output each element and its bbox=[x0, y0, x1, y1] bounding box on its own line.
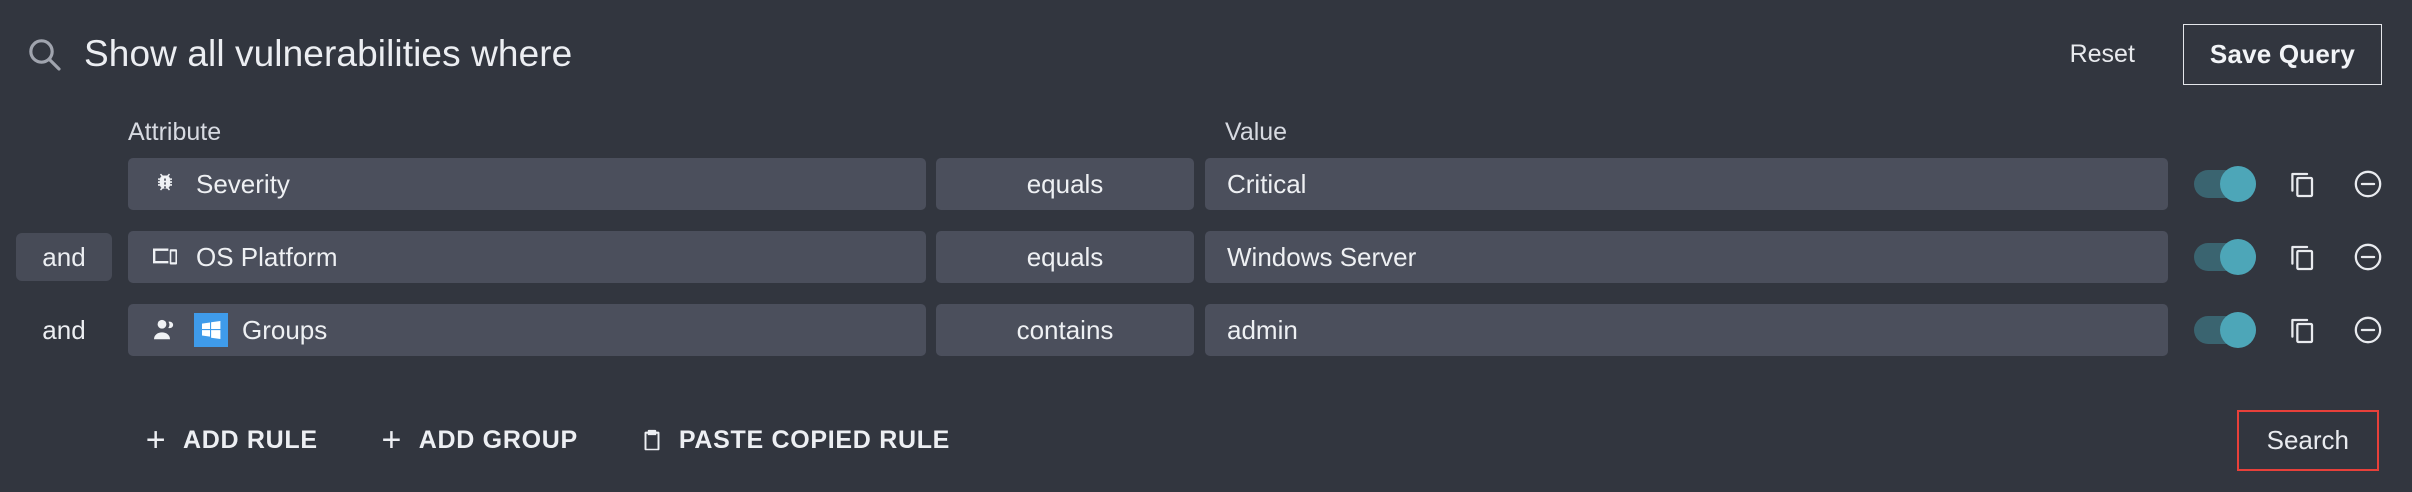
rule-actions bbox=[2194, 310, 2388, 350]
attribute-label: Severity bbox=[196, 169, 290, 199]
plus-icon: + bbox=[381, 421, 403, 459]
devices-icon bbox=[148, 241, 182, 273]
query-builder-footer: + ADD RULE + ADD GROUP PASTE COPIED RULE… bbox=[0, 400, 2412, 480]
rule-enabled-toggle[interactable] bbox=[2194, 239, 2256, 275]
add-group-button[interactable]: + ADD GROUP bbox=[376, 420, 580, 461]
value-label: Windows Server bbox=[1227, 242, 1417, 272]
search-icon bbox=[22, 32, 66, 76]
query-builder-header: Show all vulnerabilities where Reset Sav… bbox=[0, 0, 2412, 108]
rule-connector[interactable]: and bbox=[0, 304, 128, 356]
toggle-knob bbox=[2220, 239, 2256, 275]
value-input[interactable]: Windows Server bbox=[1205, 231, 2168, 283]
rule-enabled-toggle[interactable] bbox=[2194, 166, 2256, 202]
column-header-value: Value bbox=[1225, 118, 1288, 146]
rule-connector-label: and bbox=[42, 315, 86, 345]
operator-label: contains bbox=[1016, 315, 1114, 345]
rule-row: and Gr bbox=[0, 304, 2412, 356]
rule-list: Severity equals Critical bbox=[0, 158, 2412, 377]
add-rule-button[interactable]: + ADD RULE bbox=[140, 420, 320, 461]
operator-select[interactable]: equals bbox=[936, 231, 1194, 283]
rule-enabled-toggle[interactable] bbox=[2194, 312, 2256, 348]
remove-rule-icon[interactable] bbox=[2348, 237, 2388, 277]
operator-select[interactable]: equals bbox=[936, 158, 1194, 210]
attribute-select[interactable]: Severity bbox=[128, 158, 926, 210]
add-rule-label: ADD RULE bbox=[183, 425, 318, 454]
value-label: admin bbox=[1227, 315, 1298, 345]
reset-button[interactable]: Reset bbox=[2060, 34, 2145, 75]
rule-row: Severity equals Critical bbox=[0, 158, 2412, 210]
footer-actions: + ADD RULE + ADD GROUP PASTE COPIED RULE bbox=[140, 420, 952, 461]
rule-actions bbox=[2194, 237, 2388, 277]
bug-icon bbox=[148, 168, 182, 200]
value-input[interactable]: admin bbox=[1205, 304, 2168, 356]
column-headers: Attribute Value bbox=[0, 118, 2412, 154]
clipboard-icon bbox=[638, 426, 666, 454]
rule-connector[interactable] bbox=[0, 158, 128, 210]
copy-rule-icon[interactable] bbox=[2282, 164, 2322, 204]
attribute-select[interactable]: OS Platform bbox=[128, 231, 926, 283]
operator-label: equals bbox=[1026, 169, 1104, 199]
attribute-label: Groups bbox=[242, 315, 328, 345]
save-query-button[interactable]: Save Query bbox=[2182, 23, 2382, 85]
operator-label: equals bbox=[1026, 242, 1104, 272]
search-button[interactable]: Search bbox=[2236, 409, 2379, 471]
page-title: Show all vulnerabilities where bbox=[84, 33, 573, 74]
rule-row: and OS Platform equals Windows Server bbox=[0, 231, 2412, 283]
windows-logo-icon bbox=[194, 313, 228, 347]
remove-rule-icon[interactable] bbox=[2348, 310, 2388, 350]
toggle-knob bbox=[2220, 312, 2256, 348]
operator-select[interactable]: contains bbox=[936, 304, 1194, 356]
header-actions: Reset Save Query bbox=[2060, 23, 2382, 85]
paste-copied-rule-button[interactable]: PASTE COPIED RULE bbox=[636, 420, 952, 461]
rule-connector-label: and bbox=[16, 233, 112, 281]
plus-icon: + bbox=[145, 421, 167, 459]
toggle-knob bbox=[2220, 166, 2256, 202]
add-group-label: ADD GROUP bbox=[418, 425, 578, 454]
copy-rule-icon[interactable] bbox=[2282, 237, 2322, 277]
value-input[interactable]: Critical bbox=[1205, 158, 2168, 210]
remove-rule-icon[interactable] bbox=[2348, 164, 2388, 204]
attribute-select[interactable]: Groups bbox=[128, 304, 926, 356]
people-icon bbox=[148, 314, 182, 346]
rule-connector[interactable]: and bbox=[0, 231, 128, 283]
column-header-attribute: Attribute bbox=[128, 118, 222, 146]
value-label: Critical bbox=[1227, 169, 1307, 199]
copy-rule-icon[interactable] bbox=[2282, 310, 2322, 350]
paste-copied-rule-label: PASTE COPIED RULE bbox=[678, 425, 951, 454]
rule-actions bbox=[2194, 164, 2388, 204]
attribute-label: OS Platform bbox=[196, 242, 338, 272]
